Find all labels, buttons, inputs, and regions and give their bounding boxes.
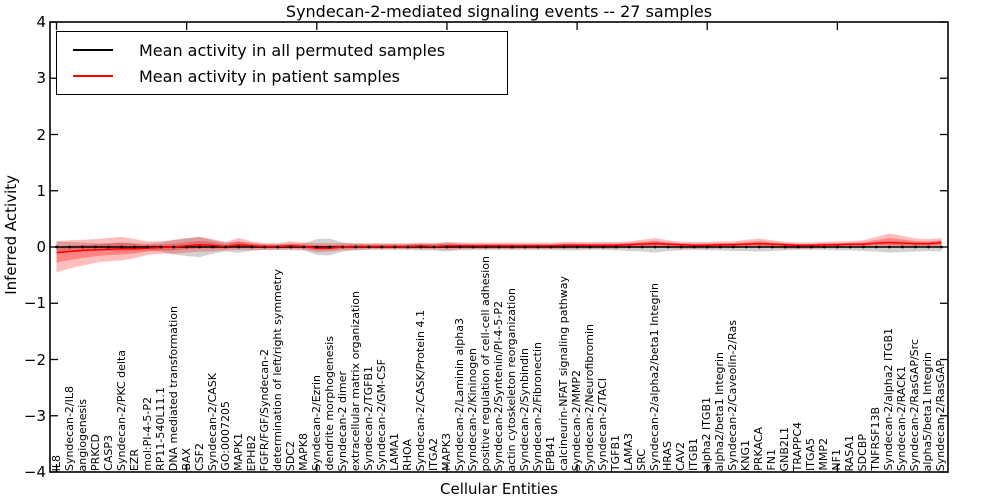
zero-marker-dot [393, 245, 397, 249]
zero-marker-dot [419, 245, 423, 249]
zero-marker-dot [211, 245, 215, 249]
zero-marker-dot [927, 245, 930, 249]
zero-marker-dot [367, 245, 371, 249]
zero-marker-dot [354, 245, 358, 249]
zero-marker-dot [263, 245, 267, 249]
zero-marker-dot [120, 245, 123, 249]
y-tick-label: 0 [36, 238, 46, 256]
zero-marker-dot [640, 245, 644, 249]
zero-marker-dot [627, 245, 631, 249]
patient-band-outer [56, 233, 942, 273]
zero-marker-dot [705, 245, 709, 249]
zero-marker-dot [237, 245, 241, 249]
zero-marker-dot [614, 245, 618, 249]
zero-marker-dot [510, 245, 514, 249]
zero-marker-dot [679, 245, 683, 249]
zero-marker-dot [653, 245, 657, 249]
legend-entry-patient: Mean activity in patient samples [73, 67, 507, 86]
zero-marker-dot [81, 245, 84, 249]
zero-marker-dot [744, 245, 748, 249]
zero-marker-dot [68, 245, 71, 249]
zero-marker-dot [835, 245, 839, 249]
zero-marker-dot [484, 245, 488, 249]
zero-marker-dot [601, 245, 605, 249]
zero-marker-dot [809, 245, 813, 249]
zero-marker-dot [146, 245, 150, 249]
zero-marker-dot [315, 245, 319, 249]
zero-marker-dot [341, 245, 345, 249]
zero-marker-dot [172, 245, 176, 249]
zero-marker-dot [289, 245, 293, 249]
zero-marker-dot [523, 245, 527, 249]
zero-marker-dot [432, 245, 436, 249]
zero-marker-dot [458, 245, 462, 249]
zero-marker-dot [692, 245, 696, 249]
zero-marker-dot [250, 245, 254, 249]
x-axis-label: Cellular Entities [440, 480, 558, 498]
zero-marker-dot [107, 245, 110, 249]
zero-marker-dot [94, 245, 97, 249]
permuted-line-swatch [73, 49, 113, 51]
zero-marker-dot [666, 245, 670, 249]
y-tick-label: 4 [36, 13, 46, 31]
zero-marker-dot [276, 245, 280, 249]
zero-marker-dot [185, 245, 189, 249]
zero-marker-dot [497, 245, 501, 249]
zero-marker-dot [328, 245, 332, 249]
chart-title: Syndecan-2-mediated signaling events -- … [285, 2, 713, 21]
legend-label-patient: Mean activity in patient samples [139, 66, 400, 86]
zero-marker-dot [302, 245, 306, 249]
zero-marker-dot [575, 245, 579, 249]
zero-marker-dot [783, 245, 787, 249]
y-tick-label: −2 [23, 350, 46, 369]
legend-entry-permuted: Mean activity in all permuted samples [73, 41, 507, 60]
zero-marker-dot [770, 245, 774, 249]
zero-marker-dot [888, 245, 891, 249]
zero-marker-dot [224, 245, 228, 249]
y-tick-label: 2 [36, 125, 46, 144]
zero-marker-dot [822, 245, 826, 249]
zero-marker-dot [159, 245, 163, 249]
zero-marker-dot [757, 245, 761, 249]
y-tick-label: −3 [23, 406, 46, 425]
zero-marker-dot [406, 245, 410, 249]
zero-marker-dot [796, 245, 800, 249]
zero-marker-dot [198, 245, 202, 249]
zero-marker-dot [445, 245, 449, 249]
zero-marker-dot [133, 245, 136, 249]
zero-marker-dot [914, 245, 917, 249]
y-tick-label: −4 [23, 463, 46, 481]
y-tick-label: 3 [36, 69, 46, 88]
legend-box: Mean activity in all permuted samples Me… [56, 31, 508, 95]
y-tick-label: −1 [23, 294, 46, 313]
zero-marker-dot [731, 245, 735, 249]
zero-marker-dot [862, 245, 865, 249]
y-tick-label: 1 [36, 181, 46, 200]
zero-marker-dot [848, 245, 852, 249]
zero-marker-dot [588, 245, 592, 249]
zero-marker-dot [549, 245, 553, 249]
zero-marker-dot [471, 245, 475, 249]
zero-marker-dot [875, 245, 878, 249]
zero-marker-dot [380, 245, 384, 249]
zero-marker-dot [718, 245, 722, 249]
patient-line-swatch [73, 75, 113, 77]
zero-marker-dot [536, 245, 540, 249]
zero-marker-dot [562, 245, 566, 249]
legend-label-permuted: Mean activity in all permuted samples [139, 40, 446, 60]
zero-marker-dot [901, 245, 904, 249]
